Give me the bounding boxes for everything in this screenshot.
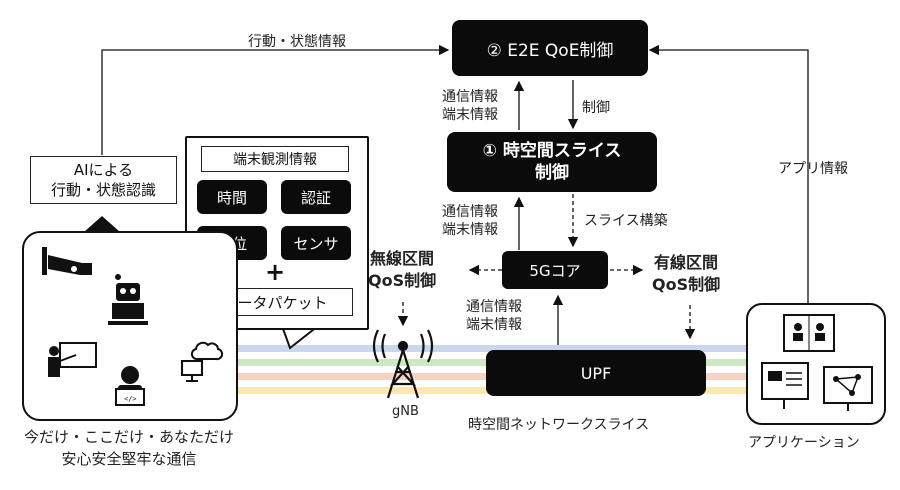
comm-info-label-3: 通信情報 — [466, 299, 522, 315]
wireless-qos-label: 無線区間 QoS制御 — [368, 248, 436, 292]
tile-auth: 認証 — [281, 180, 351, 214]
robot-icon — [108, 274, 148, 325]
document-window-icon — [761, 362, 809, 409]
e2e-qoe-control-box: ② E2E QoE制御 — [452, 20, 648, 76]
slice-control-line2: 制御 — [535, 163, 569, 183]
wired-qos-label: 有線区間 QoS制御 — [652, 252, 720, 296]
tile-auth-label: 認証 — [300, 188, 331, 207]
ai-recognition-box: AIによる 行動・状態認識 — [30, 156, 177, 204]
antenna-tower-icon — [372, 329, 434, 399]
teacher-icon — [48, 342, 97, 377]
upf-box: UPF — [486, 350, 706, 396]
network-slice-label: 時空間ネットワークスライス — [468, 417, 650, 433]
e2e-qoe-control-label: ② E2E QoE制御 — [486, 40, 614, 61]
comm-info-label-2: 通信情報 — [442, 204, 498, 220]
bottom-caption-line1: 今だけ・ここだけ・あなただけ — [23, 428, 234, 446]
comm-info-label-1: 通信情報 — [442, 89, 498, 105]
tile-sensor: センサ — [281, 226, 351, 260]
application-label: アプリケーション — [748, 435, 860, 451]
wireless-qos-control-label: QoS制御 — [368, 271, 437, 290]
5g-core-box: 5Gコア — [502, 251, 608, 289]
wireless-section-label: 無線区間 — [370, 249, 435, 268]
data-packet-label: データパケット — [222, 293, 328, 312]
network-slice-stripes — [180, 345, 750, 394]
video-call-icon — [783, 314, 835, 352]
svg-text:</>: </> — [124, 395, 137, 403]
app-info-label: アプリ情報 — [778, 161, 848, 177]
tile-time-label: 時間 — [216, 188, 247, 207]
plus-sign: + — [265, 258, 286, 286]
slice-build-label: スライス構築 — [584, 213, 668, 229]
person-laptop-icon: </> — [115, 366, 145, 406]
application-box — [746, 303, 886, 425]
upf-label: UPF — [580, 363, 612, 383]
terminal-observation-box: 端末観測情報 時間 認証 測位 センサ + データパケット — [185, 136, 369, 330]
spatiotemporal-slice-control-box: ① 時空間スライス 制御 — [447, 132, 657, 192]
terminal-observation-title-text: 端末観測情報 — [233, 152, 317, 168]
control-label: 制御 — [582, 100, 610, 116]
ai-recognition-line1: AIによる — [73, 161, 134, 179]
application-icons — [761, 314, 873, 411]
tile-sensor-label: センサ — [293, 234, 339, 253]
ai-recognition-line2: 行動・状態認識 — [50, 181, 156, 199]
wired-qos-control-label: QoS制御 — [652, 275, 721, 294]
term-info-label-2: 端末情報 — [442, 222, 498, 238]
device-scene-box: </> — [22, 231, 238, 421]
behavior-info-label: 行動・状態情報 — [248, 34, 346, 50]
camera-icon — [42, 247, 92, 275]
slice-control-line1: ① 時空間スライス — [482, 141, 622, 161]
gnb-label: gNB — [392, 404, 419, 419]
tile-time: 時間 — [197, 180, 267, 214]
core-input-label: 通信情報 端末情報 — [466, 298, 522, 334]
network-monitor-icon — [823, 366, 873, 411]
term-info-label-3: 端末情報 — [466, 317, 522, 333]
slice-input-label: 通信情報 端末情報 — [442, 203, 498, 239]
cloud-pc-icon — [181, 341, 224, 382]
bottom-caption-line2: 安心安全堅牢な通信 — [61, 450, 197, 468]
bottom-caption: 今だけ・ここだけ・あなただけ 安心安全堅牢な通信 — [22, 426, 236, 470]
wired-section-label: 有線区間 — [654, 253, 719, 272]
term-info-label-1: 端末情報 — [442, 107, 498, 123]
terminal-observation-title: 端末観測情報 — [201, 146, 349, 172]
device-scene-icons: </> — [42, 247, 224, 406]
qoe-input-label: 通信情報 端末情報 — [442, 88, 498, 124]
5g-core-label: 5Gコア — [529, 261, 581, 280]
